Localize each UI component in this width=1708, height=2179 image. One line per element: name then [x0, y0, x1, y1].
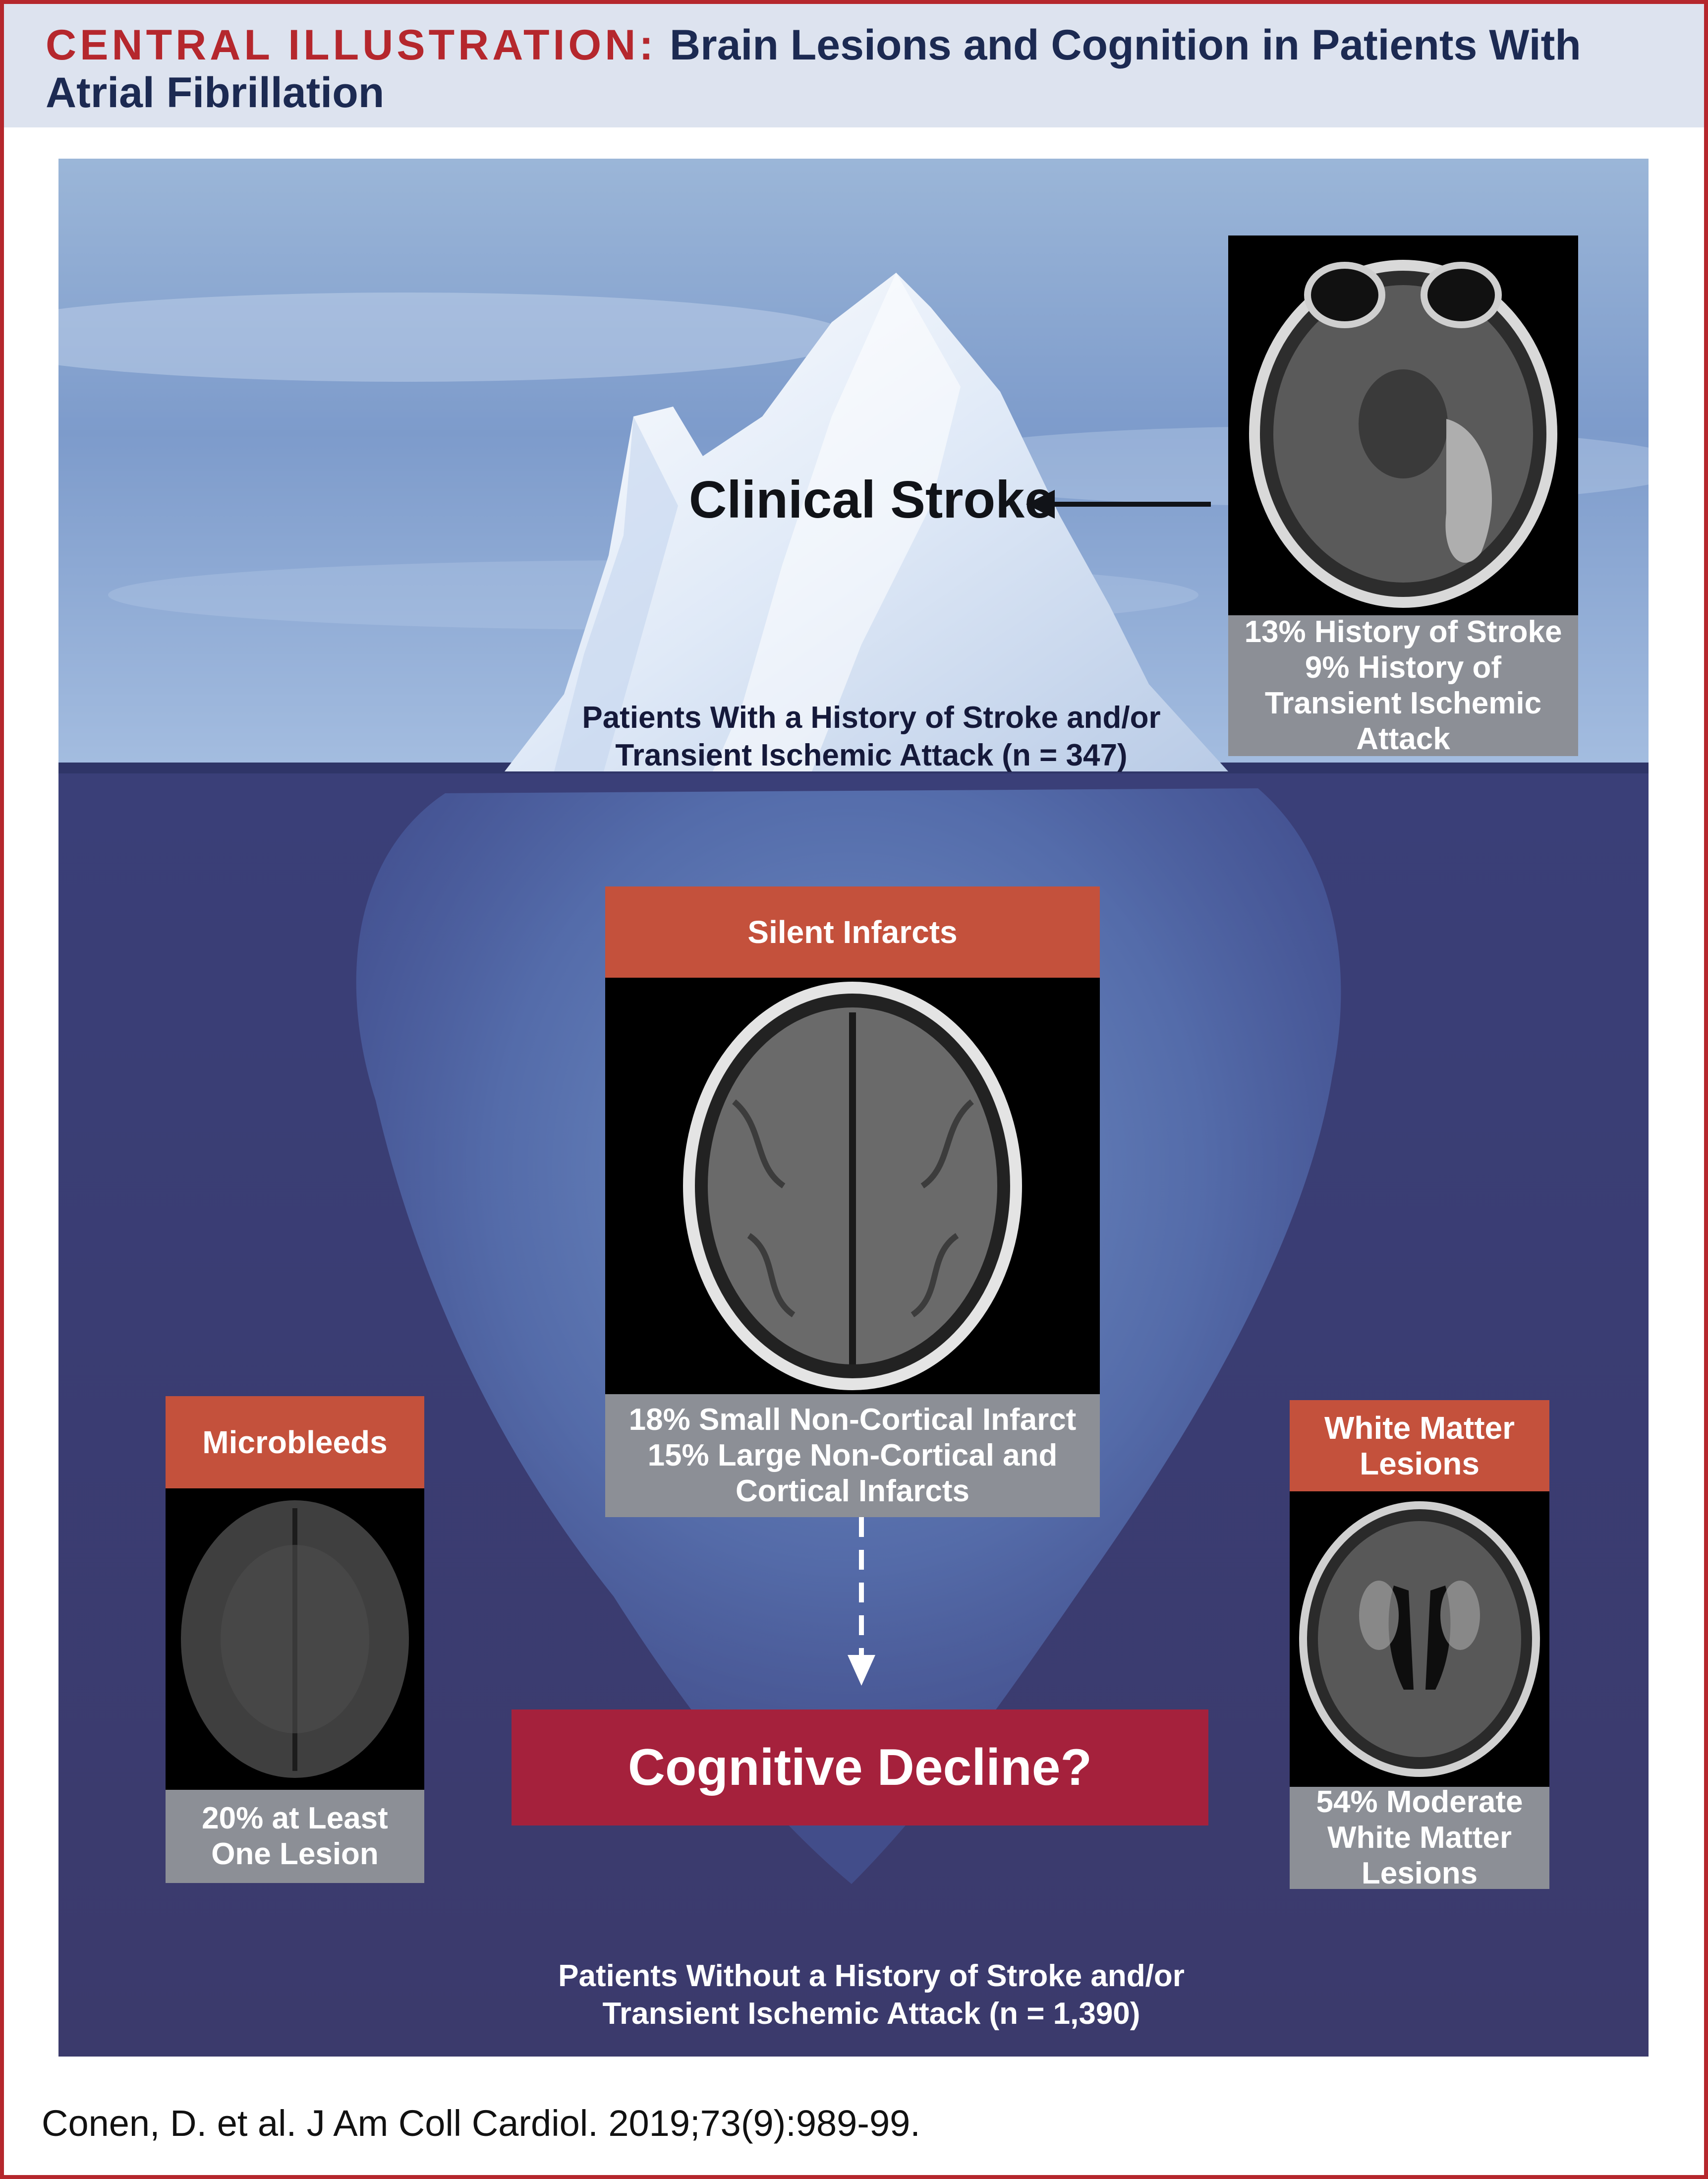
white-matter-caption: 54% Moderate White Matter Lesions — [1290, 1785, 1549, 1890]
microbleeds-caption: 20% at Least One Lesion — [166, 1790, 424, 1883]
header-title-line1: CENTRAL ILLUSTRATION: Brain Lesions and C… — [46, 21, 1581, 70]
dashed-arrow-head — [848, 1655, 875, 1686]
white-matter-stat-line2: White Matter — [1327, 1821, 1512, 1855]
history-tia-text-line2: Transient Ischemic — [1264, 686, 1542, 720]
header-title-line2: Atrial Fibrillation — [46, 69, 385, 117]
white-matter-panel: White Matter Lesions 54% Moderate White … — [1290, 1400, 1549, 1890]
microbleeds-stat-line2: One Lesion — [211, 1837, 379, 1871]
patients-with-history-line2: Transient Ischemic Attack (n = 347) — [615, 738, 1128, 772]
stroke-mri-image — [1228, 236, 1578, 615]
stroke-scan-panel: 13% History of Stroke 9% History of Tran… — [1228, 236, 1578, 756]
patients-without-history-line1: Patients Without a History of Stroke and… — [558, 1959, 1185, 1993]
microbleeds-title: Microbleeds — [166, 1396, 424, 1488]
white-matter-stat-line1: 54% Moderate — [1316, 1785, 1523, 1819]
white-matter-title-line1: White Matter — [1324, 1410, 1515, 1446]
white-matter-title: White Matter Lesions — [1290, 1400, 1549, 1491]
white-matter-stat-line3: Lesions — [1361, 1856, 1478, 1890]
microbleeds-stat-line1: 20% at Least — [202, 1801, 388, 1835]
header-banner: CENTRAL ILLUSTRATION: Brain Lesions and C… — [4, 4, 1704, 127]
history-tia-text-line3: Attack — [1356, 722, 1450, 756]
stroke-arrow-head — [1026, 490, 1055, 519]
large-infarct-text-line1: 15% Large Non-Cortical and — [647, 1438, 1058, 1472]
large-infarct-text-line2: Cortical Infarcts — [735, 1474, 970, 1508]
central-illustration-label: CENTRAL ILLUSTRATION: — [46, 21, 657, 69]
stroke-stats-caption: 13% History of Stroke 9% History of Tran… — [1228, 615, 1578, 756]
microbleeds-mri-image — [166, 1488, 424, 1790]
white-matter-title-line2: Lesions — [1360, 1446, 1480, 1481]
cognitive-decline-box: Cognitive Decline? — [512, 1709, 1208, 1826]
silent-infarcts-mri-image — [605, 978, 1100, 1394]
patients-with-history-line1: Patients With a History of Stroke and/or — [582, 701, 1161, 735]
microbleeds-panel: Microbleeds 20% at Least One Lesion — [166, 1396, 424, 1883]
history-tia-text-line1: 9% History of — [1305, 650, 1502, 685]
clinical-stroke-label: Clinical Stroke — [688, 471, 1054, 529]
iceberg-scene: Clinical Stroke Patients With a History … — [58, 159, 1649, 2057]
small-infarct-text: 18% Small Non-Cortical Infarct — [628, 1403, 1077, 1437]
white-matter-mri-image — [1290, 1491, 1549, 1787]
patients-without-history-line2: Transient Ischemic Attack (n = 1,390) — [602, 1997, 1140, 2031]
silent-infarcts-panel: Silent Infarcts 18% Small Non-Cortical I… — [605, 886, 1100, 1517]
citation-text: Conen, D. et al. J Am Coll Cardiol. 2019… — [42, 2103, 920, 2144]
header-title-text: Brain Lesions and Cognition in Patients … — [670, 21, 1581, 69]
silent-infarcts-title: Silent Infarcts — [605, 886, 1100, 978]
silent-infarcts-caption: 18% Small Non-Cortical Infarct 15% Large… — [605, 1394, 1100, 1517]
history-stroke-text: 13% History of Stroke — [1244, 615, 1562, 649]
